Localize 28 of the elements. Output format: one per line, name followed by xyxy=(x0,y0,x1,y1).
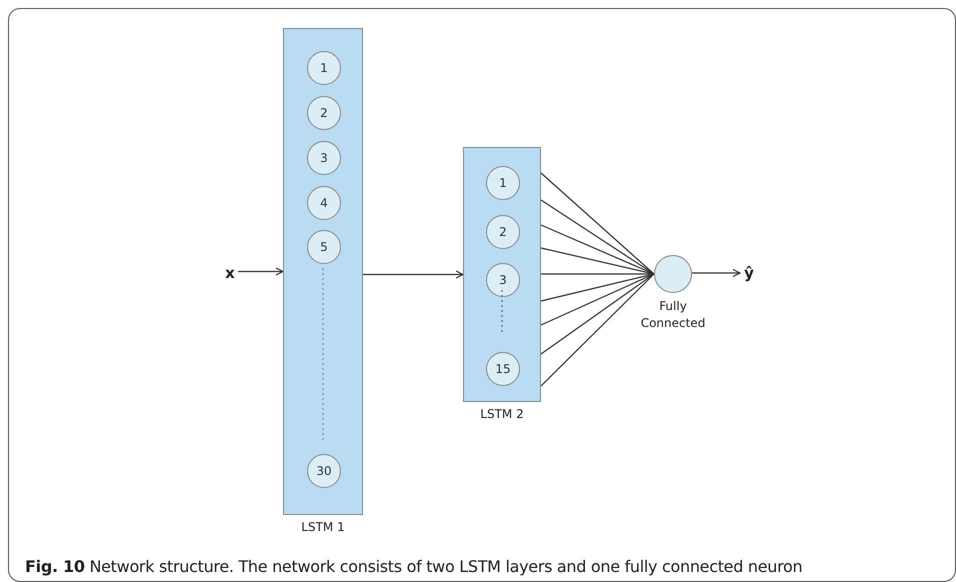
connection-line xyxy=(540,273,654,302)
connection-line xyxy=(540,247,654,275)
connection-line xyxy=(540,273,654,326)
neuron-circle: 1 xyxy=(486,166,520,200)
variable-label: x xyxy=(222,262,238,284)
connection-line xyxy=(541,273,654,275)
neuron-circle: 2 xyxy=(486,215,520,249)
connection-line xyxy=(540,224,654,275)
arrow xyxy=(238,267,284,276)
variable-label: ŷ xyxy=(740,262,758,284)
neuron-circle: 30 xyxy=(307,454,341,488)
neuron-circle: 4 xyxy=(307,186,341,220)
layer-label: LSTM 2 xyxy=(479,407,525,421)
neuron-circle: 2 xyxy=(307,96,341,130)
neuron-circle: 3 xyxy=(486,263,520,297)
connection-line xyxy=(540,172,654,274)
neuron-circle: 3 xyxy=(307,141,341,175)
connection-line xyxy=(540,200,654,274)
arrow xyxy=(363,270,464,279)
neuron-label: Fully Connected xyxy=(640,298,706,332)
arrow xyxy=(692,268,741,278)
layer-label: LSTM 1 xyxy=(300,520,346,534)
neuron-circle: 15 xyxy=(486,352,520,386)
neuron-circle: 5 xyxy=(307,230,341,264)
connection-line xyxy=(540,274,654,354)
neuron-circle: 1 xyxy=(307,51,341,85)
connection-line xyxy=(540,274,654,386)
figure-caption: Fig. 10 Network structure. The network consists of two LSTM layers and one fully connected neuron xyxy=(25,557,802,576)
